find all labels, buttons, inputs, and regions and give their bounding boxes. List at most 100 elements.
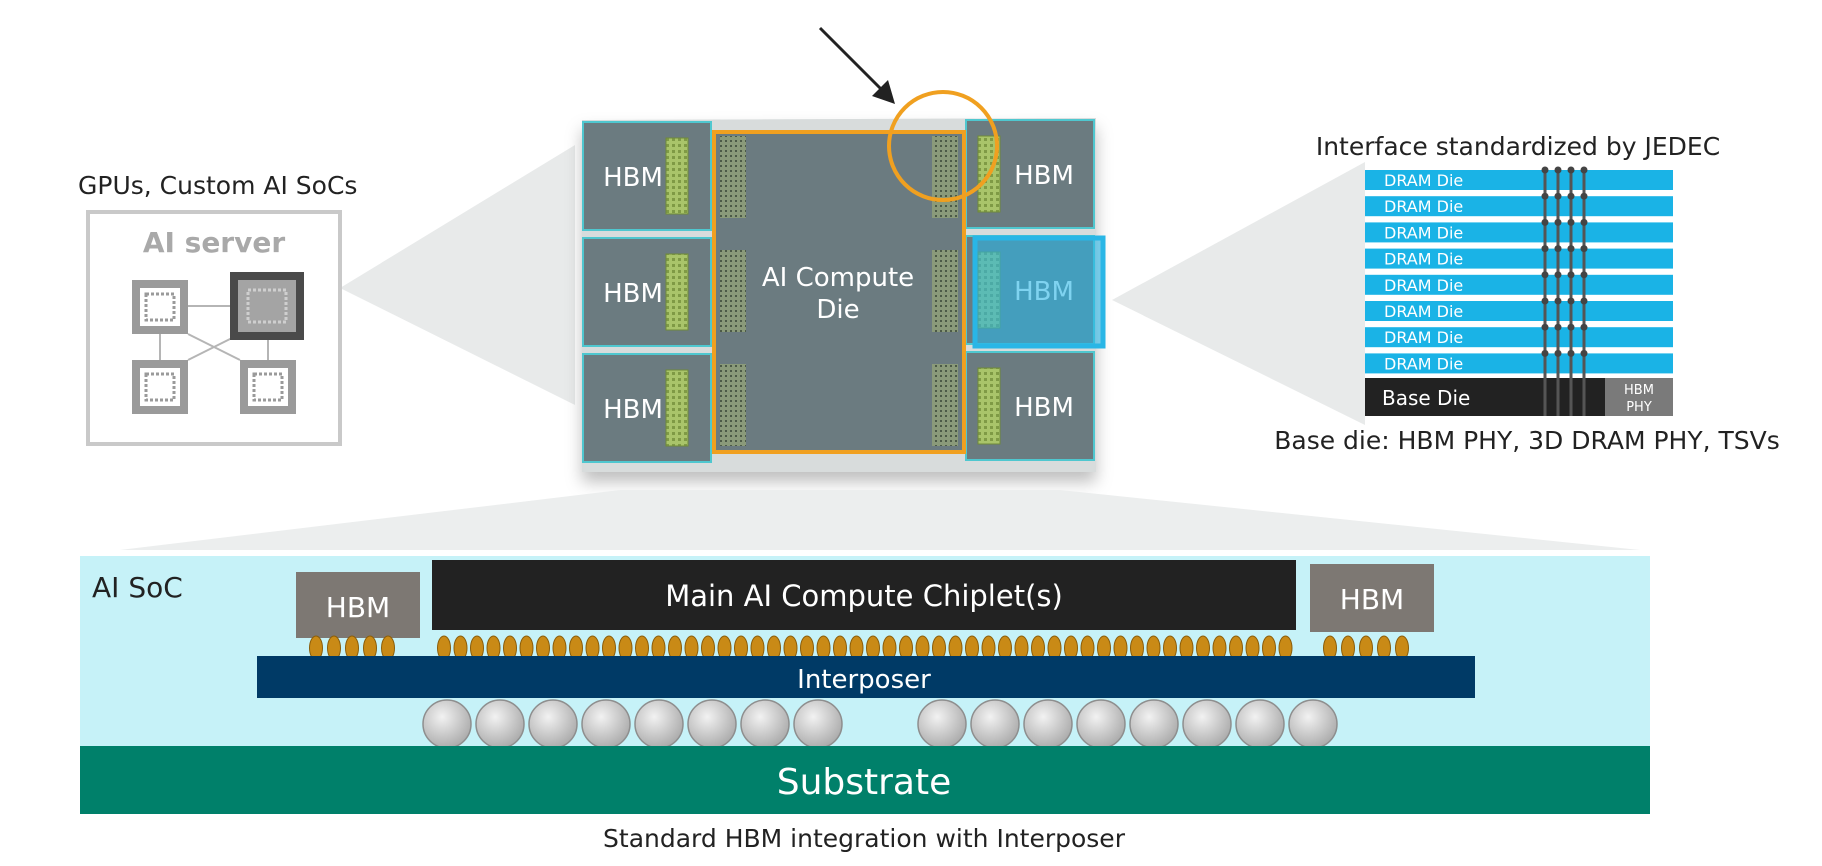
hbm-right [1310, 564, 1434, 632]
hbm-stack-tile: HBM [582, 353, 712, 463]
dram-die-label: DRAM Die [1384, 354, 1463, 373]
c4-solder-ball [475, 699, 525, 749]
compute-die-label-line2: Die [816, 295, 859, 325]
c4-solder-ball [1288, 699, 1338, 749]
tsv-node [1554, 297, 1562, 305]
interposer [257, 656, 1475, 698]
hbm-left-label: HBM [326, 591, 390, 624]
dram-die [1365, 222, 1673, 243]
selected-hbm-highlight [972, 235, 1106, 349]
interposer-label: Interposer [797, 665, 931, 695]
dram-die-label: DRAM Die [1384, 302, 1463, 321]
tsv-node [1554, 218, 1562, 226]
c4-solder-ball [581, 699, 631, 749]
c4-solder-ball [1076, 699, 1126, 749]
c4-solder-ball [1023, 699, 1073, 749]
tsv-node [1541, 271, 1549, 279]
hbm-tile-label: HBM [603, 279, 663, 309]
substrate [80, 746, 1650, 814]
tsv-node [1567, 349, 1575, 357]
server-caption: GPUs, Custom AI SoCs [78, 171, 357, 200]
substrate-label: Substrate [777, 762, 952, 803]
c4-solder-ball [422, 699, 472, 749]
dram-die [1365, 274, 1673, 295]
gpu-chip-4 [240, 360, 296, 414]
dram-die [1365, 170, 1673, 190]
tsv-node [1554, 192, 1562, 200]
hbm-stack-tile: HBM [965, 119, 1095, 229]
dram-die [1365, 327, 1673, 348]
ai-server-title: AI server [143, 226, 286, 259]
tsv-node [1580, 323, 1588, 331]
main-compute-chiplet-label: Main AI Compute Chiplet(s) [665, 579, 1063, 613]
hbm-stack-tile: HBM [582, 237, 712, 347]
dram-die-label: DRAM Die [1384, 328, 1463, 347]
tsv-node [1554, 323, 1562, 331]
c4-solder-ball [687, 699, 737, 749]
c4-solder-ball [740, 699, 790, 749]
dram-die-label: DRAM Die [1384, 276, 1463, 295]
cross-section-caption: Standard HBM integration with Interposer [603, 824, 1126, 853]
gpu-chip-2-highlighted [230, 272, 304, 340]
hbm-right-label: HBM [1340, 583, 1404, 616]
tsv-node [1541, 192, 1549, 200]
tsv-node [1541, 218, 1549, 226]
base-die-label: Base Die [1382, 386, 1470, 410]
gpu-chip-1 [132, 280, 188, 334]
base-die [1365, 378, 1605, 416]
hbm-stack-panel: Interface standardized by JEDEC DRAM Die… [1112, 132, 1780, 455]
tsv-node [1567, 297, 1575, 305]
tsv-node [1554, 271, 1562, 279]
hbm-stack-tile: HBM [582, 121, 712, 231]
tsv-node [1567, 271, 1575, 279]
zoom-wedge-right [1112, 162, 1365, 425]
tsv-node [1567, 323, 1575, 331]
dram-die [1365, 353, 1673, 374]
hbm-tsv-pad [665, 369, 689, 447]
c4-solder-ball [917, 699, 967, 749]
tsv-node [1580, 218, 1588, 226]
tsv-node [1554, 349, 1562, 357]
hbm-tsv-pad [977, 367, 1001, 445]
ai-server-panel: GPUs, Custom AI SoCs AI server [78, 145, 575, 446]
tsv-node [1541, 166, 1549, 174]
tsv-node [1541, 349, 1549, 357]
hbm-phy-label-line2: PHY [1626, 400, 1652, 415]
compute-die-tsv-pad [720, 250, 746, 332]
compute-die-tsv-pad [932, 136, 958, 218]
interface-highlight-circle [887, 90, 999, 202]
tsv-node [1567, 192, 1575, 200]
tsv-node [1554, 166, 1562, 174]
dram-die [1365, 248, 1673, 269]
soc-region-label: AI SoC [92, 571, 183, 604]
tsv-node [1580, 166, 1588, 174]
compute-die-label-line1: AI Compute [762, 263, 914, 293]
hbm-stack-tile: HBM [965, 351, 1095, 461]
tsv-node [1554, 245, 1562, 253]
c4-solder-ball [634, 699, 684, 749]
tsv-node [1580, 192, 1588, 200]
hbm-tile-label: HBM [603, 163, 663, 193]
tsv-node [1541, 323, 1549, 331]
tsv-node [1580, 349, 1588, 357]
dram-die-label: DRAM Die [1384, 223, 1463, 242]
tsv-node [1541, 245, 1549, 253]
dram-die [1365, 196, 1673, 217]
main-compute-chiplet [432, 560, 1296, 630]
pointer-arrow-shaft [818, 26, 886, 94]
dram-die-label: DRAM Die [1384, 250, 1463, 269]
compute-die [712, 130, 966, 454]
compute-die-tsv-pad [932, 364, 958, 446]
zoom-wedge-bottom [120, 490, 1640, 550]
tsv-node [1567, 166, 1575, 174]
hbm-tsv-pad [665, 137, 689, 215]
c4-solder-ball [1235, 699, 1285, 749]
c4-solder-ball [1129, 699, 1179, 749]
c4-solder-ball [528, 699, 578, 749]
zoom-wedge-left [340, 145, 575, 405]
package-top-view: HBMHBMHBMHBMHBMHBM AI Compute Die [582, 26, 1106, 472]
tsv-node [1580, 271, 1588, 279]
gpu-chip-3 [132, 360, 188, 414]
c4-solder-ball [970, 699, 1020, 749]
hbm-tile-label: HBM [1014, 161, 1074, 191]
